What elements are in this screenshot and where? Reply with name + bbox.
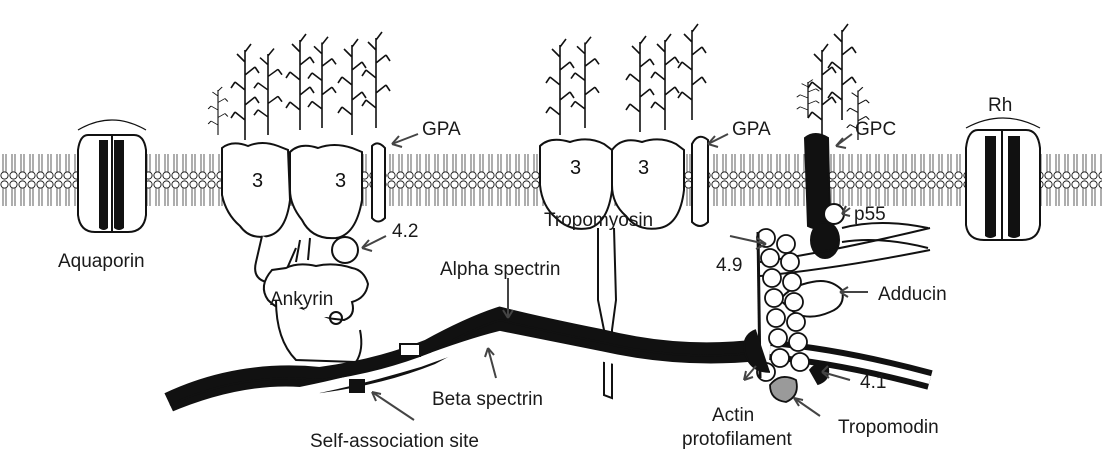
aquaporin-protein: [78, 120, 146, 232]
label-gpa-left: GPA: [422, 120, 461, 139]
band3-label-1: 3: [252, 171, 263, 191]
label-rh: Rh: [988, 96, 1012, 115]
label-band-4-2: 4.2: [392, 222, 418, 241]
label-actin-line1: Actin: [712, 406, 754, 425]
label-gpa-right: GPA: [732, 120, 771, 139]
band3-complex-left: [222, 143, 385, 362]
label-self-association-site: Self-association site: [310, 432, 479, 451]
label-band-4-9: 4.9: [716, 256, 742, 275]
band3-label-4: 3: [638, 158, 649, 178]
label-aquaporin: Aquaporin: [58, 252, 145, 271]
label-band-4-1: 4.1: [860, 373, 886, 392]
label-actin-line2: protofilament: [682, 430, 792, 449]
label-ankyrin: Ankyrin: [270, 290, 333, 309]
band3-label-3: 3: [570, 158, 581, 178]
band3-label-2: 3: [335, 171, 346, 191]
label-beta-spectrin: Beta spectrin: [432, 390, 543, 409]
label-alpha-spectrin: Alpha spectrin: [440, 260, 560, 279]
label-tropomyosin: Tropomyosin: [544, 211, 653, 230]
label-tropomodin: Tropomodin: [838, 418, 939, 437]
label-p55: p55: [854, 205, 886, 224]
label-gpc: GPC: [855, 120, 896, 139]
label-adducin: Adducin: [878, 285, 947, 304]
rh-complex: [966, 118, 1040, 240]
